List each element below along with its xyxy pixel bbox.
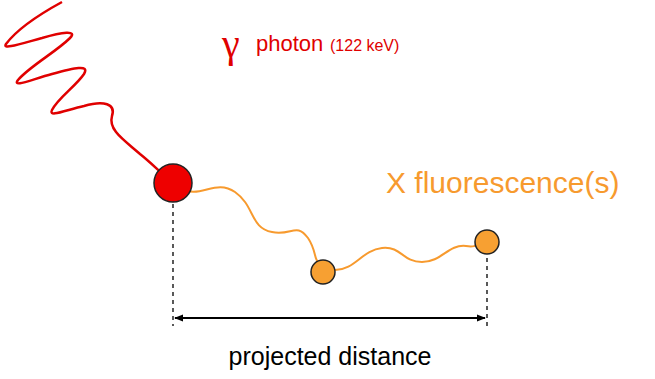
- projection-line: [486, 258, 487, 326]
- gamma-symbol: γ: [222, 24, 240, 64]
- distance-label: projected distance: [229, 344, 432, 369]
- photon-wave: [5, 2, 165, 176]
- electron-track: [335, 246, 475, 270]
- distance-arrow: [175, 317, 485, 319]
- fluorescence-point: [311, 260, 335, 284]
- fluorescence-label: X fluorescence(s): [386, 168, 619, 198]
- photon-interaction: [154, 164, 192, 202]
- electron-track: [180, 187, 318, 262]
- fluorescence-point: [475, 230, 499, 254]
- energy-label: (122 keV): [330, 38, 399, 54]
- projection-line: [172, 204, 173, 326]
- photon-label: photon: [256, 33, 323, 55]
